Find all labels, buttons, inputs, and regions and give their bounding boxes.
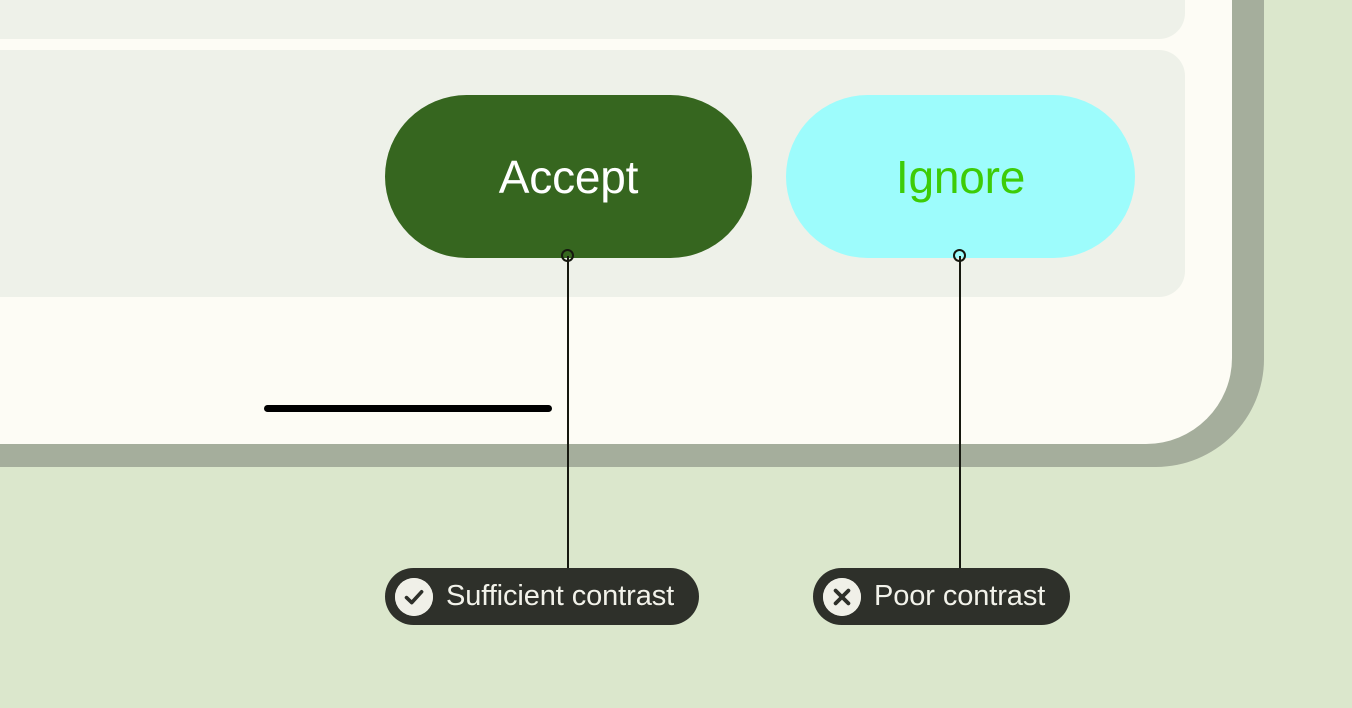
leader-line-poor: [959, 256, 961, 568]
leader-dot-poor: [953, 249, 966, 262]
ignore-button[interactable]: Ignore: [786, 95, 1135, 258]
legend-pill-sufficient-contrast: Sufficient contrast: [385, 568, 700, 625]
content-card-top: [0, 0, 1185, 39]
check-circle-icon: [395, 577, 433, 616]
home-indicator: [264, 405, 552, 412]
x-circle-icon: [823, 577, 861, 616]
phone-screen: a request. Accept Ignore: [0, 0, 1232, 444]
leader-line-sufficient: [567, 256, 569, 568]
legend-pill-poor-contrast: Poor contrast: [813, 568, 1071, 625]
legend-label-sufficient-contrast: Sufficient contrast: [446, 580, 675, 612]
legend-label-poor-contrast: Poor contrast: [874, 580, 1046, 612]
leader-dot-sufficient: [561, 249, 574, 262]
phone-device-frame: a request. Accept Ignore: [0, 0, 1264, 467]
accept-button[interactable]: Accept: [385, 95, 752, 258]
